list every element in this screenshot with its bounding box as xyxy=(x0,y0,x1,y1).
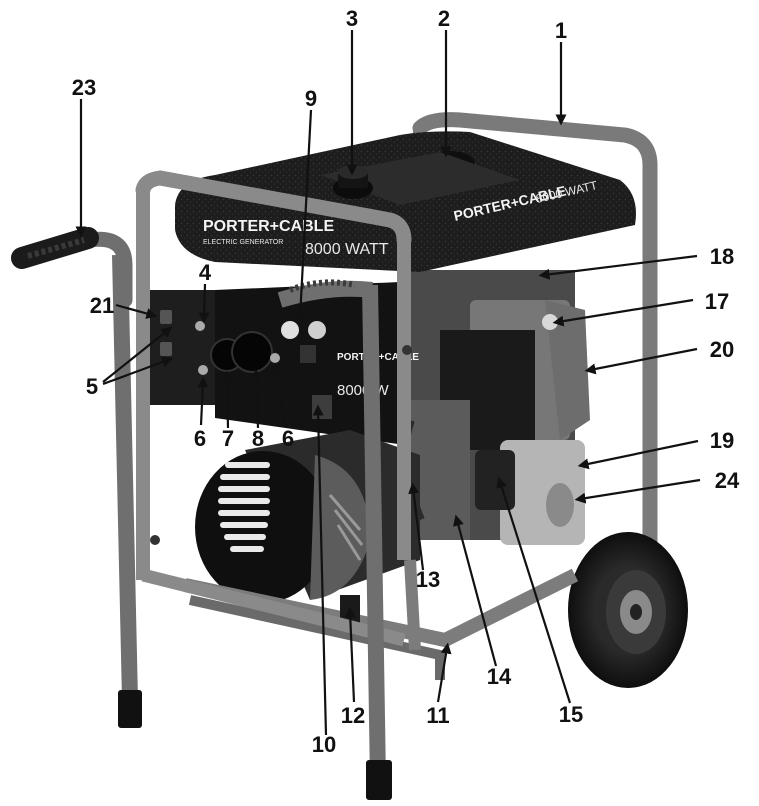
leader-15 xyxy=(496,476,572,704)
callout-18: 18 xyxy=(710,244,734,269)
rating-label-left: 8000 WATT xyxy=(305,241,389,258)
callout-24: 24 xyxy=(715,468,740,493)
callout-10: 10 xyxy=(312,732,336,757)
main-switch xyxy=(312,395,332,419)
leader-17 xyxy=(552,298,694,327)
leader-6b xyxy=(271,362,287,426)
callout-13: 13 xyxy=(416,567,440,592)
leader-5b xyxy=(102,356,174,386)
brand-logo-left: PORTER+CABLE xyxy=(203,218,334,235)
callout-9: 9 xyxy=(305,86,317,111)
callout-3: 3 xyxy=(346,6,358,31)
callout-4: 4 xyxy=(199,260,212,285)
leader-13 xyxy=(408,482,425,571)
callout-2: 2 xyxy=(438,6,450,31)
callout-11: 11 xyxy=(426,703,449,728)
callout-5: 5 xyxy=(86,374,98,399)
callout-1: 1 xyxy=(555,18,567,43)
leader-7 xyxy=(221,370,233,429)
callout-8: 8 xyxy=(252,426,264,451)
callout-7: 7 xyxy=(222,426,234,451)
callout-20: 20 xyxy=(710,337,734,362)
alternator xyxy=(195,430,420,603)
leader-9 xyxy=(294,109,313,324)
leader-19 xyxy=(577,439,699,470)
fuel-tank: PORTER+CABLE 8000 WATT PORTER+CABLE ELEC… xyxy=(175,131,636,272)
callout-21: 21 xyxy=(90,293,114,318)
callout-15: 15 xyxy=(559,702,583,727)
callout-6a: 6 xyxy=(194,426,206,451)
callout-17: 17 xyxy=(705,289,729,314)
callout-19: 19 xyxy=(710,428,734,453)
subtitle-left: ELECTRIC GENERATOR xyxy=(203,239,283,246)
callout-12: 12 xyxy=(341,703,365,728)
leader-5a xyxy=(102,326,173,383)
handle xyxy=(11,227,133,308)
fuel-valve xyxy=(475,450,515,510)
leader-10 xyxy=(312,404,328,736)
leader-12 xyxy=(344,606,356,703)
callout-14: 14 xyxy=(487,664,512,689)
panel-rating: 8000 W xyxy=(337,382,390,399)
leader-18 xyxy=(538,254,698,280)
leader-21 xyxy=(115,303,158,319)
leader-8 xyxy=(250,368,262,429)
front-frame xyxy=(112,170,412,800)
leader-6a xyxy=(197,376,209,426)
leader-lines xyxy=(75,30,701,736)
fuel-cap xyxy=(333,165,373,199)
leader-4 xyxy=(198,283,210,324)
callout-23: 23 xyxy=(72,75,96,100)
leader-14 xyxy=(453,514,498,667)
leader-24 xyxy=(574,478,701,504)
wheel xyxy=(568,532,688,688)
leader-20 xyxy=(584,347,698,375)
callout-labels: 1 2 3 4 5 6 6 7 8 9 10 11 12 13 14 15 17… xyxy=(72,6,740,757)
engine xyxy=(399,270,590,545)
leader-11 xyxy=(436,642,452,703)
callout-6b: 6 xyxy=(282,426,294,451)
